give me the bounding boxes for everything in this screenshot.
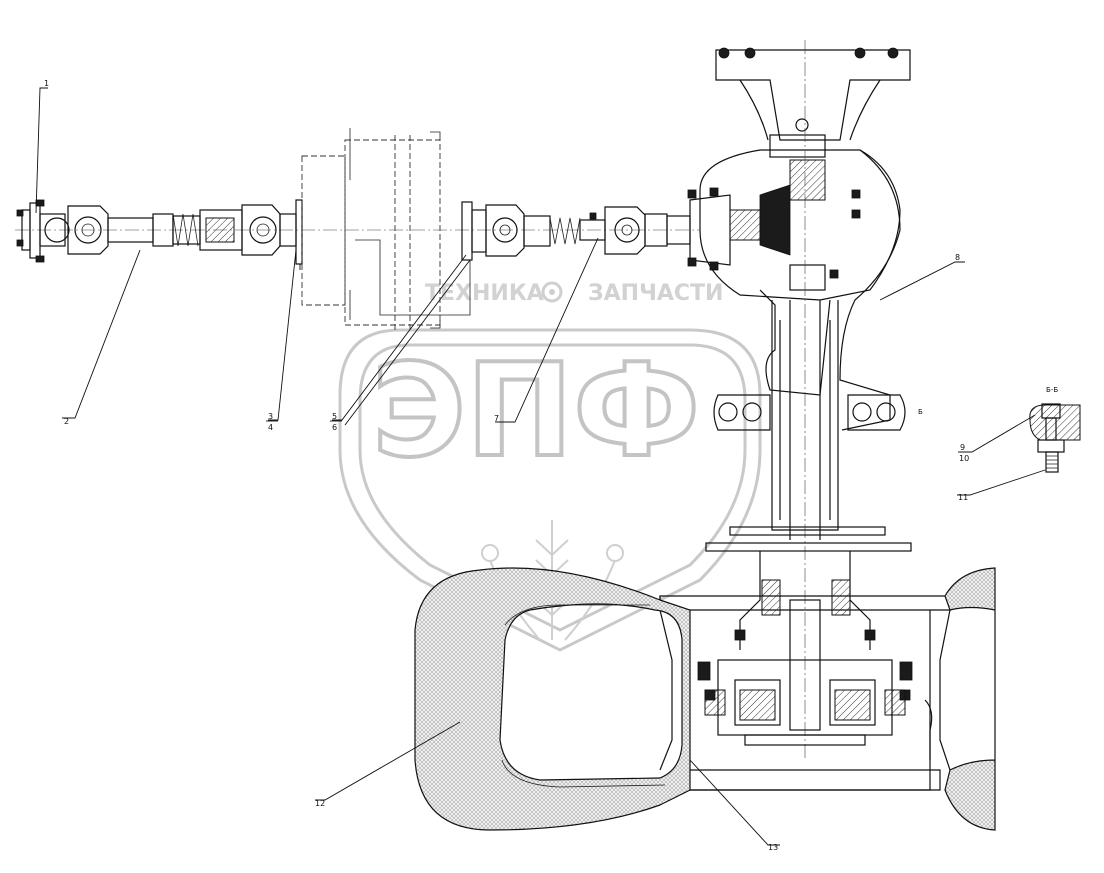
callout-4: 4 <box>268 423 273 432</box>
watermark-text-left: ТЕХНИКА <box>425 281 544 306</box>
watermark: ТЕХНИКА ЗАПЧАСТИ ЭПФ <box>338 281 762 652</box>
callout-13: 13 <box>768 843 778 852</box>
cardan-shaft-middle <box>461 201 668 261</box>
section-bolt-detail: Б-Б <box>1029 386 1081 473</box>
callout-12: 12 <box>315 799 325 808</box>
callout-10: 10 <box>959 454 969 463</box>
view-mark: Б <box>918 408 923 416</box>
final-drive-housing: Б <box>666 40 923 760</box>
callout-2: 2 <box>64 417 69 426</box>
tyre-right <box>944 567 996 831</box>
vertical-shaft-tube <box>705 300 912 650</box>
callout-leaders <box>35 87 1046 846</box>
callout-11: 11 <box>958 493 968 502</box>
wheel-hub <box>659 579 951 791</box>
watermark-logo: ЭПФ <box>372 337 700 486</box>
gear-icon <box>541 281 563 303</box>
tyre-left <box>414 567 691 831</box>
cardan-shaft-left <box>15 199 700 270</box>
callout-5: 5 <box>332 412 337 421</box>
callout-7: 7 <box>494 414 499 423</box>
watermark-text-right: ЗАПЧАСТИ <box>588 281 723 306</box>
callout-6: 6 <box>332 423 337 432</box>
section-label: Б-Б <box>1046 386 1058 394</box>
callout-8: 8 <box>955 253 960 262</box>
intermediate-support <box>301 128 471 330</box>
callout-1: 1 <box>44 79 49 88</box>
callout-3: 3 <box>268 412 273 421</box>
callout-labels: 1 2 3 4 5 6 7 8 9 10 11 12 13 <box>44 79 972 852</box>
callout-9: 9 <box>960 443 965 452</box>
